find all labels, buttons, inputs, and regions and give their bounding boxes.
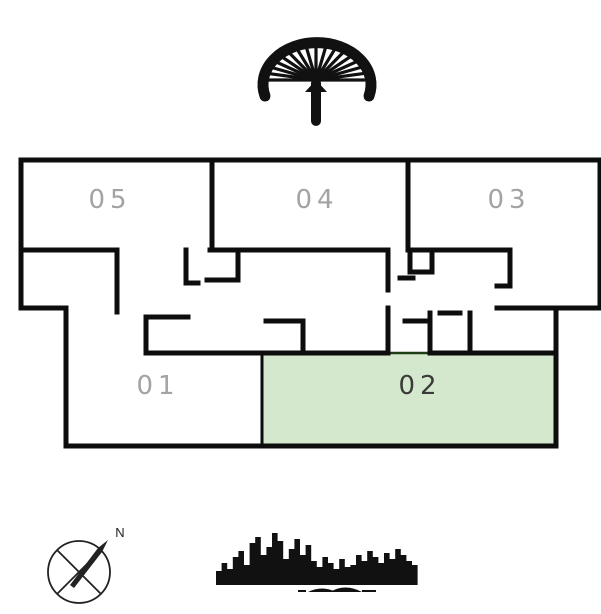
compass-icon	[47, 540, 111, 604]
unit-label-02[interactable]: 02	[398, 371, 441, 401]
floor-plan-walls	[18, 157, 601, 449]
unit-label-03[interactable]: 03	[487, 185, 530, 215]
palm-island-logo-icon	[257, 37, 377, 126]
unit-label-04[interactable]: 04	[295, 185, 338, 215]
unit-label-01[interactable]: 01	[136, 371, 179, 401]
unit-label-05[interactable]: 05	[88, 185, 131, 215]
north-label: N	[115, 525, 124, 540]
city-skyline-icon	[216, 533, 418, 592]
